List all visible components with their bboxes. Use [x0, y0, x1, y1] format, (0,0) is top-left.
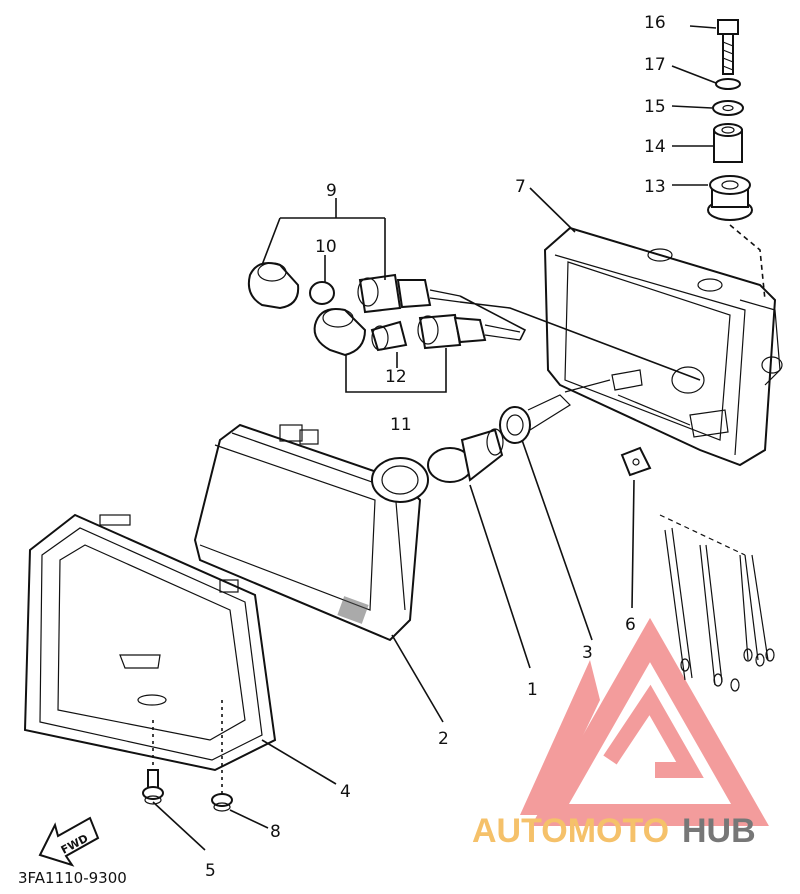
fwd-arrow-icon: FWD	[38, 816, 100, 867]
leader-lines	[152, 25, 766, 851]
label-part-4: 4	[340, 782, 351, 802]
label-part-14: 14	[644, 137, 666, 157]
label-part-10: 10	[315, 237, 337, 257]
part-16-bolt	[717, 19, 739, 75]
part-5-screw	[142, 769, 164, 805]
label-part-12: 12	[385, 367, 407, 387]
part-17-washer	[715, 78, 741, 90]
label-part-16: 16	[644, 13, 666, 33]
part-7-headlight-case	[543, 226, 783, 467]
label-part-13: 13	[644, 177, 666, 197]
part-15-washer	[712, 100, 744, 116]
part-11-12-position-lamp-lower	[313, 308, 521, 357]
label-part-9: 9	[326, 181, 337, 201]
part-8-screw	[211, 793, 233, 812]
watermark-logo	[520, 617, 769, 826]
label-part-17: 17	[644, 55, 666, 75]
wire-harness	[659, 514, 775, 692]
part-13-grommet	[707, 175, 753, 221]
watermark-text-automoto: AUTOMOTO	[472, 812, 669, 850]
part-3-socket	[499, 379, 611, 444]
part-4-headlight-rim	[23, 513, 277, 772]
label-part-6: 6	[625, 615, 636, 635]
part-9-10-position-lamp-upper	[247, 262, 461, 314]
watermark-text-hub: HUB	[682, 812, 756, 850]
part-6-nut	[620, 446, 652, 477]
drawing-code: 3FA1110-9300	[18, 869, 127, 887]
label-part-8: 8	[270, 822, 281, 842]
label-part-1: 1	[527, 680, 538, 700]
label-part-11: 11	[390, 415, 412, 435]
part-14-collar	[713, 123, 743, 163]
label-part-7: 7	[515, 177, 526, 197]
part-2-headlight-unit	[193, 423, 429, 642]
label-part-5: 5	[205, 861, 216, 881]
part-1-bulb	[427, 428, 504, 483]
label-part-3: 3	[582, 643, 593, 663]
label-part-2: 2	[438, 729, 449, 749]
label-part-15: 15	[644, 97, 666, 117]
